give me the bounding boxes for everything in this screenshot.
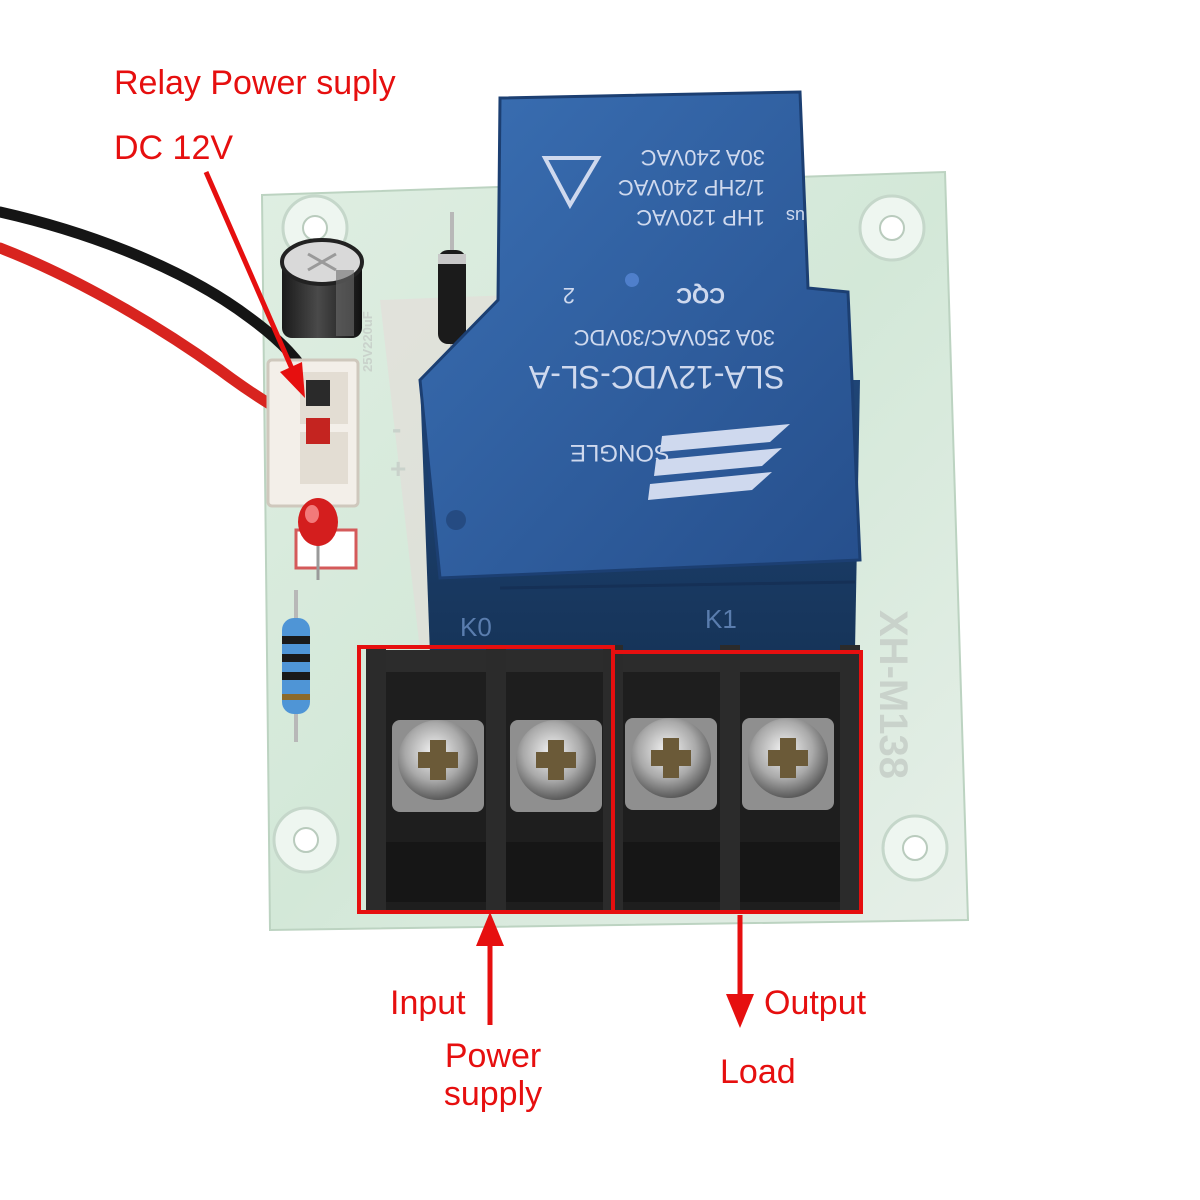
relay-cqc-mark: CQC xyxy=(676,283,725,308)
relay-rating-line2: 1/2HP 240VAC xyxy=(618,175,765,200)
power-supply-line2: supply xyxy=(443,1075,543,1114)
relay-k0-label: K0 xyxy=(460,612,492,642)
relay-k1-label: K1 xyxy=(705,604,737,634)
power-supply-line1: Power xyxy=(444,1037,542,1075)
output-label: Output xyxy=(764,984,867,1022)
relay-dot xyxy=(446,510,466,530)
plus-label: + xyxy=(390,453,406,484)
relay-power-supply-label: Relay Power suply xyxy=(114,64,396,102)
minus-label: - xyxy=(392,413,401,444)
relay-power-voltage-label: DC 12V xyxy=(114,129,234,167)
mounting-hole-top-right xyxy=(858,194,926,262)
screw-input-2 xyxy=(510,720,602,812)
relay-rating-line3: 1HP 120VAC xyxy=(636,205,765,230)
relay-triangle-logo xyxy=(541,156,602,210)
relay-rating-line1: 30A 240VAC xyxy=(641,145,765,170)
power-supply-label: Power supply xyxy=(418,1037,568,1113)
relay-model: SLA-12VDC-SL-A xyxy=(528,359,785,395)
board-model-label: XH-M138 xyxy=(871,610,915,779)
led xyxy=(294,498,358,580)
screw-output-2 xyxy=(742,718,834,810)
screw-input-1 xyxy=(392,720,484,812)
relay-ul-mark: us xyxy=(786,206,805,226)
capacitor-label: 25V220uF xyxy=(360,311,375,372)
relay-rating-line4: 30A 250VAC/30VDC xyxy=(574,325,775,350)
relay: K0 K1 30A 240VAC 1/2HP 240VAC 1HP 120VAC… xyxy=(418,90,862,655)
relay-songle-logo xyxy=(648,424,790,500)
output-highlight-box xyxy=(611,650,863,914)
output-arrow xyxy=(726,915,754,1028)
electrolytic-capacitor xyxy=(280,238,364,338)
mounting-hole-bottom-left xyxy=(272,806,340,874)
screw-output-1 xyxy=(625,718,717,810)
power-connector xyxy=(266,358,360,508)
relay-pin-mark: 2 xyxy=(563,283,575,308)
mounting-hole-bottom-right xyxy=(881,814,949,882)
input-label: Input xyxy=(390,984,466,1022)
relay-power-arrow xyxy=(203,170,305,398)
resistor xyxy=(282,590,310,742)
relay-brand: SONGLE xyxy=(570,439,670,466)
load-label: Load xyxy=(720,1053,796,1091)
input-arrow xyxy=(476,912,504,1025)
relay-indicator-dot xyxy=(625,273,639,287)
